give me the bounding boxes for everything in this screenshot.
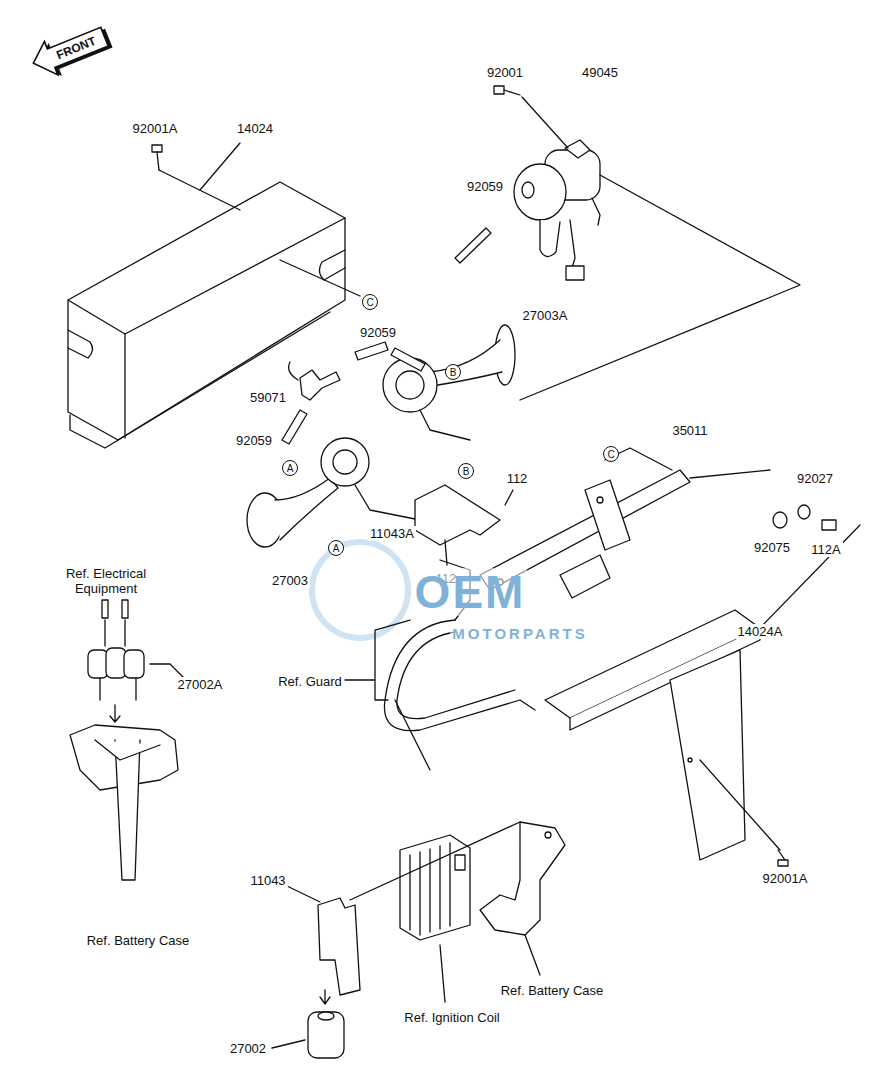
leader-line <box>520 175 800 400</box>
part-number: 92075 <box>752 540 792 555</box>
reference-circle: A <box>328 540 344 556</box>
arrow <box>320 990 330 1004</box>
screw <box>494 86 520 95</box>
battery-case-bracket <box>70 725 178 880</box>
part-number: 14024A <box>736 624 785 639</box>
leader-line <box>505 490 513 505</box>
fuse-holder <box>88 648 144 700</box>
reference-letter: B <box>463 466 470 477</box>
part-number: 14024 <box>235 121 275 136</box>
part-number: 112 <box>505 471 530 486</box>
leader-line <box>522 97 568 148</box>
watermark-globe <box>312 542 408 638</box>
part-number: 27003A <box>521 308 570 323</box>
part-number: 92027 <box>795 471 835 486</box>
reference-circle: C <box>362 294 378 310</box>
part-number: 11043 <box>248 873 287 888</box>
watermark: OEM <box>413 568 528 616</box>
reference-note: Ref. Electrical Equipment <box>49 566 163 596</box>
part-number: 11043A <box>368 526 416 541</box>
leader-line <box>200 143 240 190</box>
part-number: 59071 <box>248 390 288 405</box>
horn <box>383 325 515 440</box>
battery-case-bracket <box>480 822 565 935</box>
leader-line <box>440 945 445 1002</box>
reference-circle: A <box>282 460 298 476</box>
reference-note: Ref. Ignition Coil <box>402 1010 501 1025</box>
part-number: 92001 <box>485 65 525 80</box>
reference-letter: C <box>607 449 614 460</box>
hose <box>455 228 491 263</box>
part-number: 49045 <box>580 65 620 80</box>
horn-solenoid <box>514 140 600 280</box>
leader-line <box>105 620 190 684</box>
reference-note: Ref. Battery Case <box>499 983 606 998</box>
part-number: 27002 <box>228 1041 268 1056</box>
part-number: 27003 <box>270 573 310 588</box>
leader-line <box>280 260 360 296</box>
bracket <box>318 898 360 995</box>
horn <box>247 438 420 547</box>
reference-note: Ref. Battery Case <box>85 933 192 948</box>
leader-line <box>700 760 780 850</box>
leader-line <box>345 620 410 700</box>
direction-arrow: FRONT <box>26 16 118 84</box>
leader-line <box>690 470 770 478</box>
bracket <box>415 485 500 545</box>
regulator <box>400 835 470 940</box>
part-number: 92059 <box>234 433 274 448</box>
reference-circle: B <box>445 364 461 380</box>
screw <box>152 145 240 210</box>
leader-line <box>350 822 520 900</box>
part-number: 92001A <box>131 121 180 136</box>
cover <box>68 182 345 448</box>
reference-letter: C <box>366 297 373 308</box>
reference-circle: B <box>458 463 474 479</box>
arrow <box>110 705 120 722</box>
reference-note: Ref. Guard <box>276 674 344 689</box>
screw <box>778 850 788 866</box>
spacer <box>773 505 836 530</box>
arrow-body <box>27 20 111 82</box>
part-number: 92001A <box>761 871 810 886</box>
leader-line <box>525 935 540 975</box>
fuse <box>102 600 128 618</box>
leader-line <box>272 1040 305 1048</box>
cover <box>545 610 760 860</box>
grommet <box>308 1012 344 1058</box>
watermark: MOTORPARTS <box>450 626 589 641</box>
part-number: 112A <box>809 542 842 557</box>
reference-letter: B <box>450 367 457 378</box>
guard <box>384 560 535 770</box>
reference-letter: A <box>333 543 340 554</box>
reference-circle: C <box>603 446 619 462</box>
hose <box>282 342 425 444</box>
part-number: 92059 <box>358 325 398 340</box>
part-number: 92059 <box>465 179 505 194</box>
leader-line <box>285 885 320 902</box>
part-number: 27002A <box>176 677 225 692</box>
reference-letter: A <box>287 463 294 474</box>
part-number: 35011 <box>670 423 709 438</box>
